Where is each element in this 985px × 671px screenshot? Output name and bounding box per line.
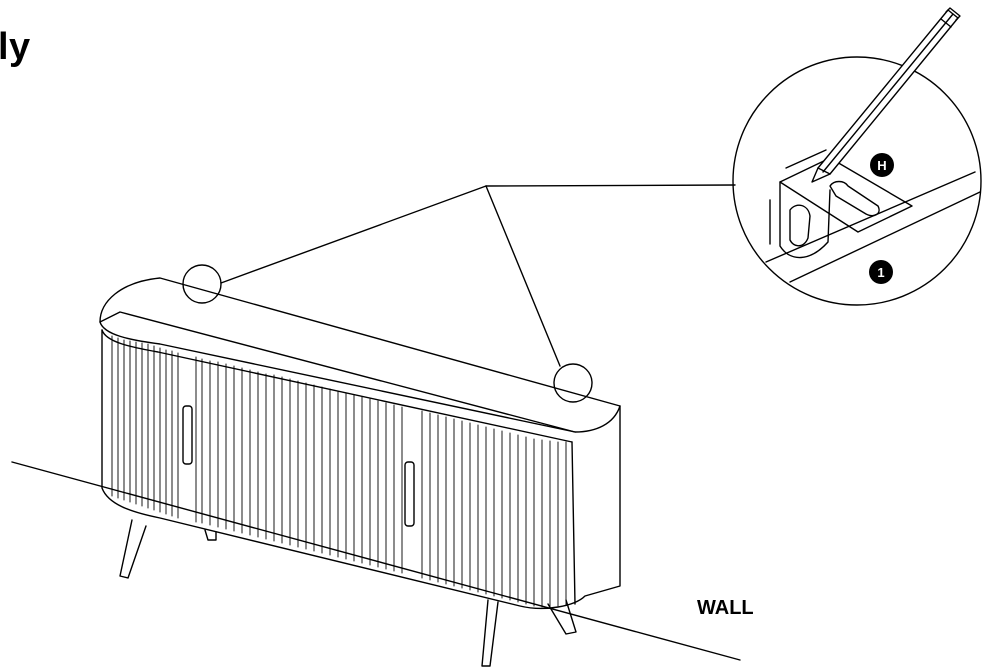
step-badge-label: 1: [877, 265, 884, 280]
bracket-flange: [779, 181, 831, 259]
pencil-icon: [811, 7, 961, 183]
part-badge-label: H: [877, 158, 886, 173]
leg-back-right: [547, 599, 577, 635]
bracket-slot: [829, 180, 880, 217]
section-title: ly: [0, 26, 31, 68]
leg-front-left: [119, 519, 147, 579]
detail-contents: [765, 149, 981, 283]
detail-circle: [732, 56, 982, 306]
cabinet-right-edge: [571, 441, 576, 605]
leader-line-left: [220, 185, 487, 284]
wall-line: [11, 461, 741, 661]
cabinet-body: [101, 329, 621, 610]
handle-right: [404, 461, 415, 527]
cabinet-slats: [111, 335, 567, 608]
step-badge-1: 1: [869, 260, 893, 284]
leg-back-left: [204, 529, 217, 541]
wall-label: WALL: [697, 597, 754, 619]
cabinet-top-edge: [99, 321, 576, 433]
leader-line-right: [485, 185, 561, 367]
handle-left: [182, 405, 193, 465]
bracket-hole: [789, 204, 811, 247]
bracket-plate: [779, 157, 913, 233]
leader-line-detail: [485, 184, 736, 187]
part-badge-h: H: [870, 153, 894, 177]
leg-front-right: [481, 599, 499, 667]
cabinet-top: [99, 277, 621, 433]
highlight-circle-right: [553, 363, 593, 403]
highlight-circle-left: [182, 264, 222, 304]
